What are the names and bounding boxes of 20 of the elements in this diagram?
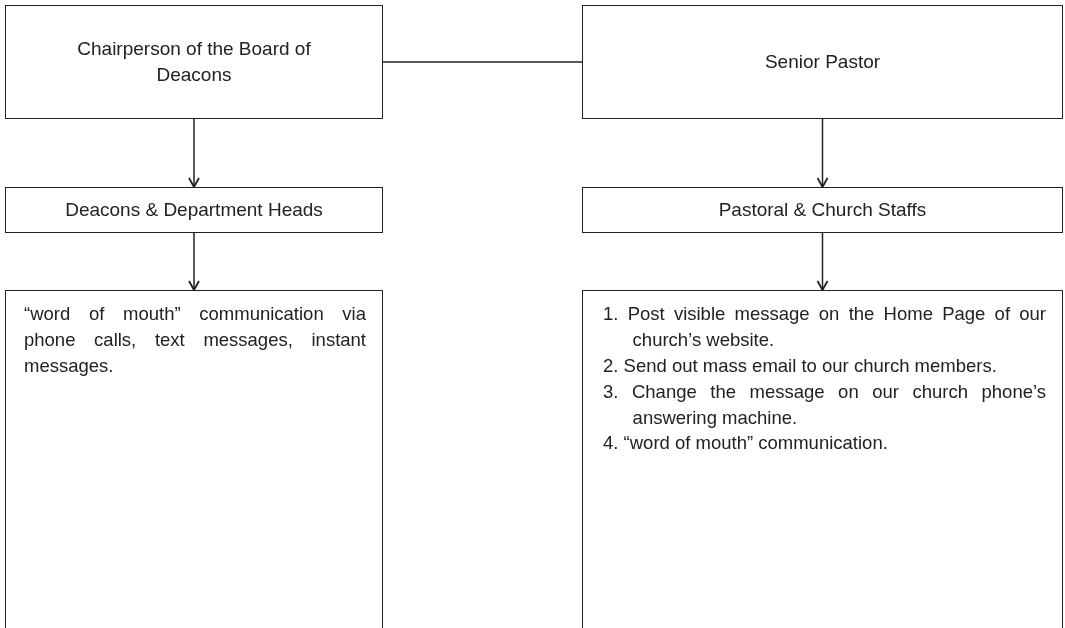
description-text: “word of mouth” communication via phone calls, text messages, instant messages. — [24, 302, 366, 378]
connector-line — [382, 61, 583, 63]
arrow — [188, 232, 200, 291]
role-box — [582, 5, 1063, 119]
list-item: 2. Send out mass email to our church members. — [603, 353, 998, 378]
role-title: Deacons & Department Heads — [64, 198, 324, 223]
list-item: 1. Post visible message on the Home Page of our church’s website. — [603, 302, 1046, 352]
role-title: Senior Pastor — [763, 50, 882, 75]
role-box — [5, 187, 383, 233]
list-item: 4. “word of mouth” communication. — [603, 431, 889, 456]
text-box — [582, 290, 1063, 628]
list-item: 3. Change the message on our church phone’s answering machine. — [603, 379, 1046, 430]
arrow — [188, 118, 200, 188]
arrow — [816, 118, 829, 188]
text-box — [5, 290, 383, 628]
role-title: Chairperson of the Board of Deacons — [76, 37, 312, 87]
role-box — [5, 5, 383, 119]
role-box — [582, 187, 1063, 233]
role-title: Pastoral & Church Staffs — [717, 198, 928, 223]
arrow — [816, 232, 829, 291]
